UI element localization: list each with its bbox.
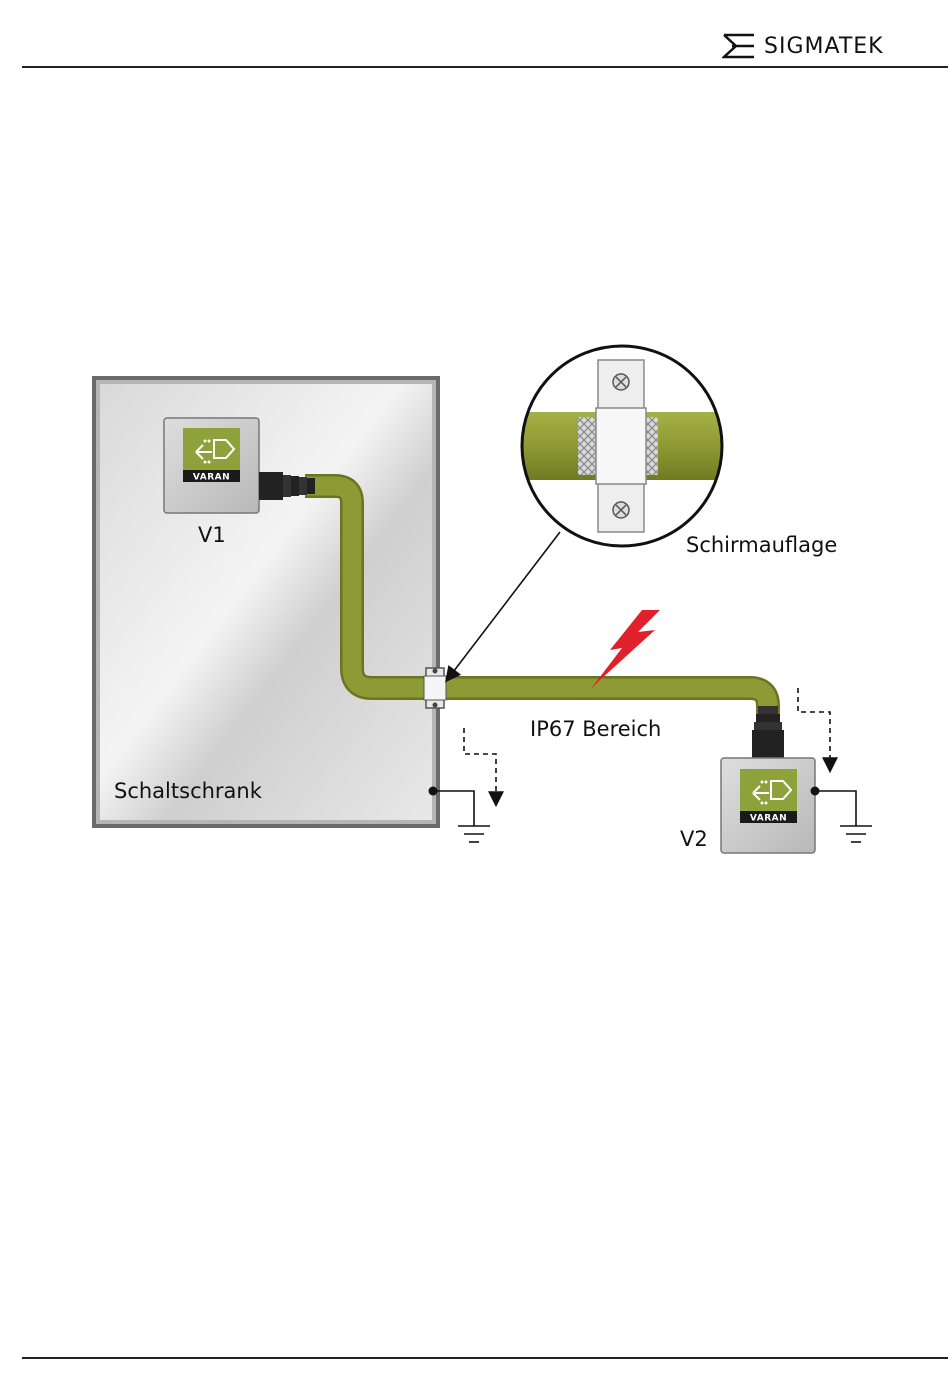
control-cabinet: Schaltschrank xyxy=(92,376,440,828)
ip67-label: IP67 Bereich xyxy=(530,717,661,741)
cabinet-label: Schaltschrank xyxy=(114,779,263,803)
v2-label: V2 xyxy=(680,827,708,851)
v1-label: V1 xyxy=(198,523,226,547)
screw-icon xyxy=(613,502,629,518)
screw-icon xyxy=(613,374,629,390)
shield-clamp xyxy=(424,668,446,708)
ground-icon xyxy=(840,826,872,842)
callout-arrow xyxy=(447,532,560,680)
ground-current-path-cabinet xyxy=(464,728,496,804)
ground-icon xyxy=(458,826,490,842)
magnified-shield-clamp: Schirmauflage xyxy=(500,346,837,557)
v1-brand: VARAN xyxy=(193,473,230,483)
module-v2: VARAN V2 xyxy=(680,706,815,853)
v2-brand: VARAN xyxy=(750,814,787,824)
shield-clamp-label: Schirmauflage xyxy=(686,533,837,557)
